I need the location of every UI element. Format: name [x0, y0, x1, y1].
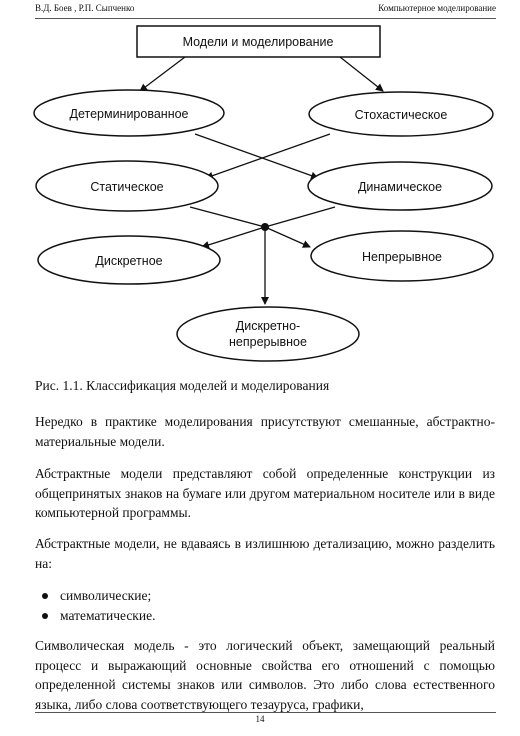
label-stochastic: Стохастическое: [355, 108, 448, 122]
ellipse-deterministic: [33, 89, 225, 137]
list-item: математические.: [35, 606, 155, 626]
bullet-icon: [42, 613, 48, 619]
paragraph-abstract-models: Абстрактные модели представляют собой оп…: [35, 466, 495, 520]
paragraph-symbolic-model: Символическая модель - это логический об…: [35, 638, 495, 712]
ellipse-dynamic: [307, 161, 493, 211]
label-static: Статическое: [90, 180, 163, 194]
ellipse-discrete: [37, 235, 221, 285]
arrow-junction-to-discrete: [201, 226, 266, 249]
model-types-list: символические; математические.: [35, 586, 155, 626]
bullet-icon: [42, 593, 48, 599]
ellipse-stochastic: [308, 91, 494, 137]
ellipse-static: [35, 160, 219, 212]
paragraph-mixed-models: Нередко в практике моделирования присутс…: [35, 414, 495, 449]
ellipse-discrete-continuous: [176, 306, 360, 362]
label-discrete-continuous-line2: непрерывное: [229, 335, 307, 349]
paragraph-abstract-division: Абстрактные модели, не вдаваясь в излишн…: [35, 536, 495, 571]
label-continuous: Непрерывное: [362, 250, 442, 264]
arrow-root-to-stochastic: [339, 56, 384, 92]
figure-caption: Рис. 1.1. Классификация моделей и модели…: [35, 378, 330, 393]
label-discrete-continuous-line1: Дискретно-: [236, 319, 300, 333]
label-deterministic: Детерминированное: [69, 107, 188, 121]
line-dynamic-to-junction: [264, 206, 336, 228]
root-box: [136, 25, 381, 58]
classification-diagram: Модели и моделирование Детерминированное…: [33, 25, 494, 362]
arrow-root-to-deterministic: [139, 56, 186, 92]
header-authors: В.Д. Боев , Р.П. Сыпченко: [35, 3, 135, 13]
ellipse-continuous: [310, 230, 494, 282]
arrow-junction-to-continuous: [264, 226, 311, 248]
footer-divider: [35, 712, 496, 713]
header-title: Компьютерное моделирование: [378, 3, 496, 13]
arrow-deterministic-to-dynamic: [194, 133, 319, 180]
list-item-label: символические;: [60, 588, 152, 603]
label-dynamic: Динамическое: [358, 180, 442, 194]
running-header: В.Д. Боев , Р.П. Сыпченко Компьютерное м…: [35, 0, 496, 19]
list-item-label: математические.: [60, 608, 156, 623]
list-item: символические;: [35, 586, 155, 606]
root-label: Модели и моделирование: [183, 35, 334, 49]
arrow-stochastic-to-static: [205, 133, 331, 180]
page-number: 14: [255, 714, 265, 724]
line-static-to-junction: [189, 206, 266, 228]
label-discrete: Дискретное: [95, 254, 162, 268]
